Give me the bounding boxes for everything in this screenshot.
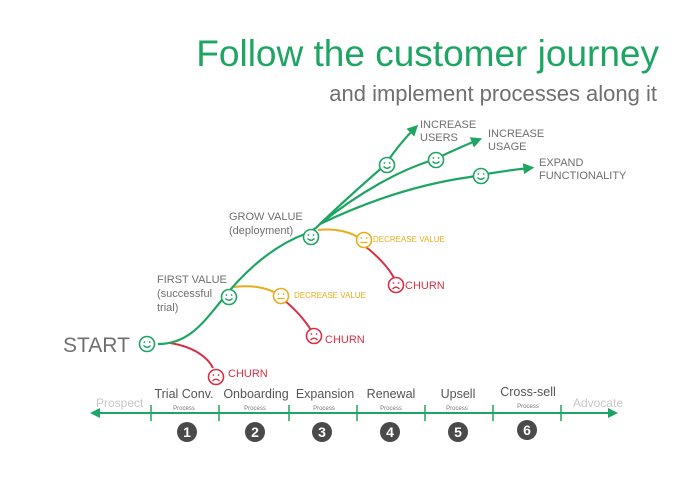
stage-label-6: Cross-sell	[500, 385, 556, 399]
stage-number-6: 6	[523, 422, 531, 438]
journey-branch-users	[319, 124, 419, 225]
decrease-value-label-1: DECREASE VALUE	[294, 291, 366, 300]
churn-branch-line-2	[283, 299, 312, 331]
churn-sad-face-icon-2	[305, 327, 323, 345]
stage-number-2: 2	[251, 424, 259, 440]
stage-process-label-2: Process	[244, 406, 266, 412]
stage-label-3: Expansion	[296, 387, 354, 401]
stage-label-2: Onboarding	[223, 387, 288, 401]
journey-branch-usage	[319, 137, 483, 225]
stage-number-3: 3	[318, 424, 326, 440]
churn-branch-line-1	[169, 342, 214, 369]
decrease-value-label-2: DECREASE VALUE	[373, 235, 445, 244]
grow-value-happy-face-icon	[302, 228, 320, 246]
timeline-left-arrow-icon	[90, 408, 100, 418]
stage-number-5: 5	[454, 424, 462, 440]
first-value-happy-face-icon	[220, 288, 238, 306]
journey-branch-functionality	[319, 163, 535, 225]
churn-sad-face-icon-3	[387, 276, 405, 294]
churn-label-2: CHURN	[325, 334, 365, 346]
timeline-right-end-label: Advocate	[573, 396, 623, 410]
stage-process-label-3: Process	[313, 406, 335, 412]
stage-process-label-1: Process	[173, 406, 195, 412]
page-subtitle: and implement processes along it	[329, 81, 657, 106]
stage-label-5: Upsell	[441, 387, 476, 401]
stage-number-circle-2	[245, 422, 265, 442]
increase-users-happy-face-icon	[378, 156, 396, 174]
increase-usage-happy-face-icon	[427, 151, 445, 169]
stage-number-circle-1	[177, 422, 197, 442]
increase-usage-label-line-1: INCREASE	[488, 128, 544, 140]
first-value-label-line-1: FIRST VALUE	[157, 274, 227, 286]
stage-number-4: 4	[386, 424, 394, 440]
start-happy-face-icon	[138, 335, 156, 353]
stage-label-4: Renewal	[367, 387, 416, 401]
churn-sad-face-icon-1	[207, 368, 225, 386]
churn-label-1: CHURN	[228, 368, 268, 380]
stage-process-label-4: Process	[380, 406, 402, 412]
stage-number-circle-3	[312, 422, 332, 442]
start-label: START	[63, 334, 130, 357]
increase-usage-label-line-2: USAGE	[488, 141, 527, 153]
stage-number-circle-4	[380, 422, 400, 442]
stage-process-label-6: Process	[517, 404, 539, 410]
grow-value-label-line-1: GROW VALUE	[229, 211, 303, 223]
first-value-label-line-2: (successful	[157, 288, 212, 300]
grow-value-label-line-2: (deployment)	[229, 225, 293, 237]
churn-branch-line-3	[365, 246, 395, 279]
timeline-right-arrow-icon	[608, 408, 618, 418]
decrease-branch-line-2	[317, 228, 363, 241]
journey-main-path	[157, 221, 323, 346]
expand-functionality-happy-face-icon	[472, 167, 490, 185]
decrease-value-neutral-face-icon-1	[272, 287, 290, 305]
timeline-left-end-label: Prospect	[96, 396, 144, 410]
increase-users-label-line-2: USERS	[420, 132, 458, 144]
stage-number-circle-5	[448, 422, 468, 442]
stage-number-1: 1	[183, 424, 191, 440]
first-value-label-line-3: trial)	[157, 302, 178, 314]
stage-number-circle-6	[517, 420, 537, 440]
page-title: Follow the customer journey	[196, 33, 659, 74]
increase-users-label-line-1: INCREASE	[420, 119, 476, 131]
expand-functionality-label-line-2: FUNCTIONALITY	[539, 170, 627, 182]
stage-process-label-5: Process	[446, 406, 468, 412]
expand-functionality-label-line-1: EXPAND	[539, 157, 583, 169]
decrease-value-neutral-face-icon-2	[355, 231, 373, 249]
stage-label-1: Trial Conv.	[154, 387, 213, 401]
churn-label-3: CHURN	[405, 280, 445, 292]
